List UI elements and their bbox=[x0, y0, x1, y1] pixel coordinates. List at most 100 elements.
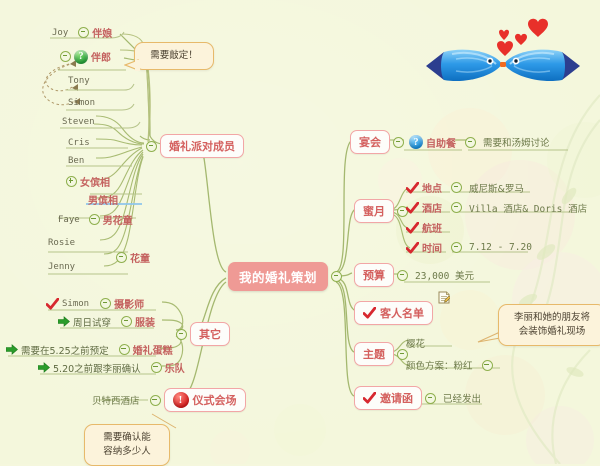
bridesmaid-toggle[interactable] bbox=[78, 27, 90, 38]
node-honeymoon-flight[interactable]: 航班 bbox=[406, 220, 442, 235]
banquet-label: 宴会 bbox=[350, 130, 390, 154]
female-attendants-toggle[interactable] bbox=[66, 176, 77, 187]
honeymoon-flight-label: 航班 bbox=[422, 224, 442, 235]
branch-budget[interactable]: 预算 23,000 美元 bbox=[354, 263, 474, 287]
ceremony-venue-leaf: 贝特西酒店 bbox=[92, 396, 140, 407]
budget-toggle[interactable] bbox=[397, 269, 408, 281]
node-member-ben[interactable]: Ben bbox=[68, 156, 84, 166]
note-icon[interactable] bbox=[438, 291, 450, 304]
honeymoon-label: 蜜月 bbox=[354, 199, 394, 223]
budget-label: 预算 bbox=[354, 263, 394, 287]
honeymoon-hotel-toggle[interactable] bbox=[451, 202, 462, 213]
callout-theme[interactable]: 李丽和她的朋友将 会装饰婚礼现场 bbox=[498, 304, 600, 346]
wedding-cake-toggle[interactable] bbox=[118, 344, 130, 355]
theme-color-scheme-toggle[interactable] bbox=[481, 359, 493, 371]
central-node-label: 我的婚礼策划 bbox=[228, 262, 329, 291]
clothing-label: 服装 bbox=[135, 318, 156, 329]
buffet-label: 自助餐 bbox=[426, 138, 456, 150]
check-red-icon bbox=[406, 181, 419, 194]
invitation-label: 邀请函 bbox=[380, 392, 413, 405]
ceremony-venue-toggle[interactable] bbox=[149, 394, 161, 406]
photographer-person: Simon bbox=[62, 298, 90, 309]
callout-ceremony-venue[interactable]: 需要确认能 容纳多少人 bbox=[84, 424, 170, 466]
node-honeymoon-dates[interactable]: 时间 7.12 - 7.20 bbox=[406, 240, 532, 255]
central-node[interactable]: 我的婚礼策划 bbox=[228, 262, 343, 291]
branch-banquet[interactable]: 宴会 ? 自助餐 需要和汤姆讨论 bbox=[350, 130, 550, 154]
ceremony-venue-box[interactable]: ! 仪式会场 bbox=[163, 388, 246, 412]
theme-sakura-label: 樱花 bbox=[406, 339, 426, 350]
callout-ceremony-line1: 需要确认能 bbox=[103, 432, 151, 443]
node-best-man[interactable]: ? 伴郎 bbox=[60, 49, 111, 64]
member-name: Cris bbox=[68, 138, 90, 148]
best-man-label: 伴郎 bbox=[91, 53, 111, 64]
member-name: Tony bbox=[68, 76, 90, 86]
branch-wedding-party[interactable]: 婚礼派对成员 bbox=[146, 134, 244, 158]
honeymoon-dates-value: 7.12 - 7.20 bbox=[469, 242, 532, 253]
invitation-toggle[interactable] bbox=[425, 392, 436, 404]
guest-list-label: 客人名单 bbox=[380, 307, 424, 320]
node-wedding-cake[interactable]: 需要在5.25之前预定 婚礼蛋糕 bbox=[6, 342, 173, 357]
callout-wedding-party-tail bbox=[124, 59, 140, 71]
branch-other[interactable]: 其它 bbox=[176, 322, 230, 346]
branch-honeymoon[interactable]: 蜜月 bbox=[354, 199, 408, 223]
theme-toggle[interactable] bbox=[397, 348, 408, 360]
node-member-cris[interactable]: Cris bbox=[68, 138, 90, 148]
node-flower-girl[interactable]: 花童 bbox=[116, 250, 150, 265]
branch-ceremony-venue[interactable]: 贝特西酒店 ! 仪式会场 bbox=[92, 388, 246, 412]
theme-label: 主题 bbox=[354, 342, 394, 366]
question-mark-green-icon: ? bbox=[74, 49, 88, 64]
bridesmaid-label: 伴娘 bbox=[92, 29, 113, 40]
wedding-party-label: 婚礼派对成员 bbox=[160, 134, 244, 158]
buffet-toggle[interactable] bbox=[465, 136, 476, 148]
wedding-party-toggle[interactable] bbox=[146, 140, 157, 152]
node-band[interactable]: 5.20之前跟李丽确认 乐队 bbox=[38, 360, 185, 375]
node-male-attendants[interactable]: 男傧相 bbox=[88, 192, 118, 207]
buffet-note: 需要和汤姆讨论 bbox=[483, 138, 550, 149]
node-member-steven[interactable]: Steven bbox=[62, 117, 95, 127]
branch-invitation[interactable]: 邀请函 已经发出 bbox=[354, 386, 481, 410]
honeymoon-toggle[interactable] bbox=[397, 205, 408, 217]
node-bridesmaid[interactable]: Joy 伴娘 bbox=[52, 25, 112, 40]
flower-girl-person: Rosie bbox=[48, 238, 76, 248]
node-honeymoon-hotel[interactable]: 酒店 Villa 酒店& Doris 酒店 bbox=[406, 200, 587, 215]
banquet-toggle[interactable] bbox=[393, 136, 404, 148]
honeymoon-hotel-label: 酒店 bbox=[422, 204, 442, 215]
node-member-simon[interactable]: Simon bbox=[68, 98, 95, 108]
node-ring-bearer[interactable]: Faye 男花童 bbox=[58, 212, 133, 227]
node-member-tony[interactable]: Tony bbox=[68, 76, 90, 86]
node-flower-girl-jenny[interactable]: Jenny bbox=[48, 262, 75, 272]
branch-theme[interactable]: 主题 bbox=[354, 342, 408, 366]
photographer-toggle[interactable] bbox=[100, 298, 112, 309]
other-toggle[interactable] bbox=[176, 328, 187, 340]
ring-bearer-person: Faye bbox=[58, 214, 80, 225]
node-flower-girl-rosie[interactable]: Rosie bbox=[48, 238, 75, 248]
node-clothing[interactable]: 周日试穿 服装 bbox=[58, 314, 155, 329]
arrow-green-icon bbox=[38, 362, 50, 373]
honeymoon-destination-toggle[interactable] bbox=[451, 182, 462, 193]
budget-value: 23,000 美元 bbox=[415, 271, 475, 282]
male-attendants-label: 男傧相 bbox=[88, 196, 118, 207]
node-theme-color-scheme[interactable]: 颜色方案：粉红 bbox=[406, 358, 493, 372]
best-man-toggle[interactable] bbox=[60, 51, 71, 62]
wedding-cake-label: 婚礼蛋糕 bbox=[132, 346, 173, 357]
arrow-green-icon bbox=[6, 344, 18, 355]
central-toggle[interactable] bbox=[331, 271, 343, 282]
flower-girl-toggle[interactable] bbox=[116, 252, 127, 263]
node-female-attendants[interactable]: 女傧相 bbox=[66, 174, 110, 189]
check-red-icon bbox=[406, 221, 419, 234]
band-toggle[interactable] bbox=[150, 362, 162, 373]
node-photographer[interactable]: Simon 摄影师 bbox=[46, 296, 144, 311]
invitation-box[interactable]: 邀请函 bbox=[354, 386, 422, 410]
branch-guest-list[interactable]: 客人名单 bbox=[354, 301, 433, 325]
callout-theme-line1: 李丽和她的朋友将 bbox=[513, 312, 590, 323]
member-name: Steven bbox=[62, 117, 95, 127]
clothing-toggle[interactable] bbox=[121, 316, 133, 327]
callout-wedding-party[interactable]: 需要敲定！ bbox=[134, 42, 214, 70]
ring-bearer-toggle[interactable] bbox=[88, 214, 100, 225]
honeymoon-destination-value: 威尼斯&罗马 bbox=[469, 183, 524, 195]
node-theme-sakura[interactable]: 樱花 bbox=[406, 336, 425, 350]
honeymoon-dates-toggle[interactable] bbox=[451, 242, 462, 253]
guest-list-box[interactable]: 客人名单 bbox=[354, 301, 433, 325]
node-honeymoon-destination[interactable]: 地点 威尼斯&罗马 bbox=[406, 180, 524, 195]
